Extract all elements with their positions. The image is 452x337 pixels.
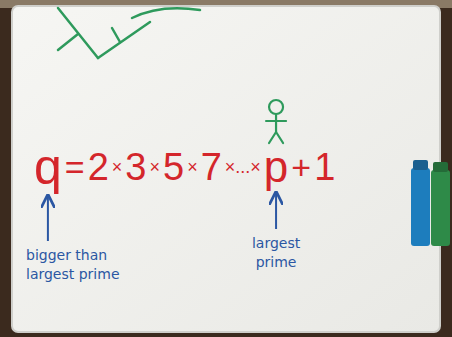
stick-figure-legs (269, 132, 283, 143)
times-sign: × (149, 158, 160, 176)
blue-marker (411, 168, 430, 246)
tree-branch (58, 8, 98, 58)
times-sign: × (112, 158, 123, 176)
prime-factor: 2 (88, 148, 109, 186)
stick-figure-arms (266, 120, 286, 122)
equals-sign: = (65, 150, 85, 184)
stick-figure-head (269, 100, 283, 114)
annotation-note: bigger than largest prime (26, 246, 130, 284)
tree-branch (98, 22, 150, 58)
ellipsis-product: ×...× (225, 158, 261, 176)
prime-factor: 7 (201, 148, 222, 186)
variable-symbol: p (264, 145, 288, 189)
tree-branch (58, 34, 78, 50)
times-sign: × (187, 158, 198, 176)
pointer-arrow (47, 197, 49, 241)
prime-factor: 5 (163, 148, 184, 186)
tree-crown (132, 8, 200, 18)
stick-figure-body (275, 114, 277, 132)
tree-figure (58, 8, 200, 58)
annotation-note: largest prime (239, 234, 313, 272)
pointer-arrow (275, 194, 277, 229)
variable-symbol: q (34, 142, 62, 192)
marker-cap (433, 162, 448, 172)
markers (411, 160, 450, 246)
whiteboard (12, 6, 440, 332)
equation: q=2×3×5×7×...×p+1 (34, 142, 335, 192)
tree-branch (112, 28, 120, 42)
constant-number: 1 (314, 148, 335, 186)
plus-sign: + (291, 150, 311, 184)
prime-factor: 3 (125, 148, 146, 186)
marker-cap (413, 160, 428, 170)
green-marker (431, 170, 450, 246)
stick-figure (266, 100, 286, 143)
